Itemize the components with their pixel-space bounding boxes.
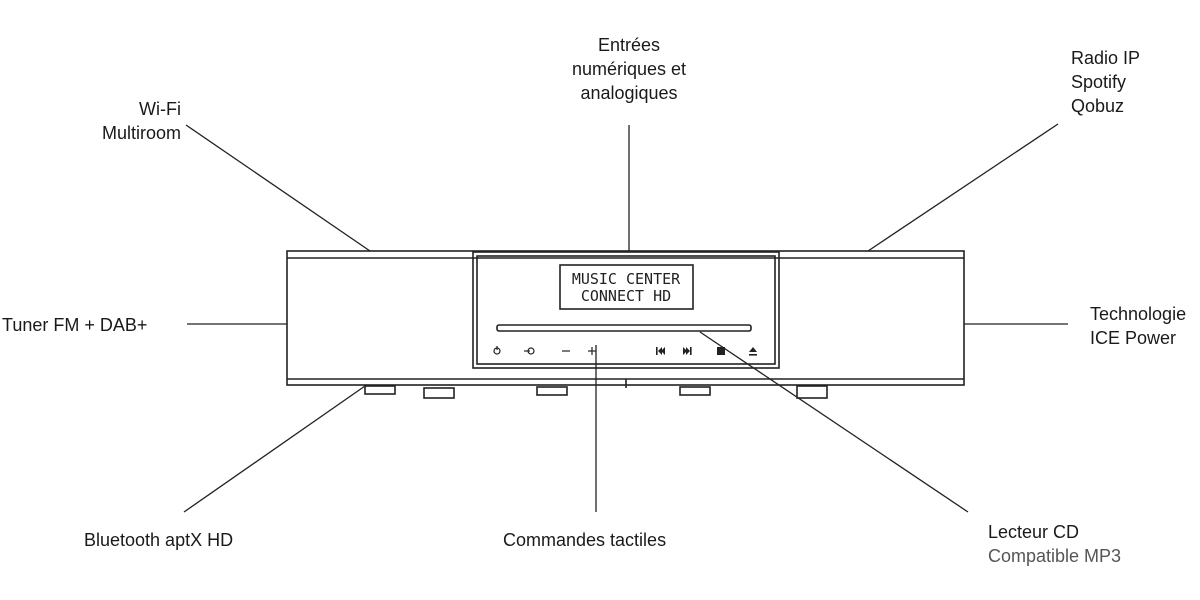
input-icon[interactable] [524,347,535,355]
foot [423,387,455,399]
foot [796,385,828,399]
stop-icon[interactable] [717,347,725,355]
leader-streaming [867,123,1059,252]
previous-track-icon[interactable] [656,347,665,355]
plus-icon[interactable] [588,347,596,355]
label-bluetooth: Bluetooth aptX HD [84,530,234,550]
leader-wifi [185,124,371,252]
label-power: Technologie ICE Power [1090,304,1187,348]
eject-icon[interactable] [749,347,757,356]
label-cd: Lecteur CD Compatible MP3 [988,522,1122,566]
front-panel [472,251,780,369]
foot [536,386,568,396]
label-inputs: Entrées numériques et analogiques [571,35,687,103]
display-line-2: CONNECT HD [581,287,671,305]
display-line-1: MUSIC CENTER [572,270,681,288]
foot [364,385,396,395]
label-cd-sub: Compatible MP3 [988,546,1122,566]
cd-slot [496,324,752,332]
leader-cd [699,331,969,513]
next-track-icon[interactable] [683,347,692,355]
label-streaming: Radio IP Spotify Qobuz [1071,48,1141,116]
label-touch: Commandes tactiles [503,530,667,550]
label-wifi: Wi-Fi Multiroom [101,99,181,143]
foot [679,386,711,396]
leader-bluetooth [183,385,366,513]
label-tuner: Tuner FM + DAB+ [2,315,148,335]
display-screen [559,264,694,310]
power-icon[interactable] [493,346,501,355]
